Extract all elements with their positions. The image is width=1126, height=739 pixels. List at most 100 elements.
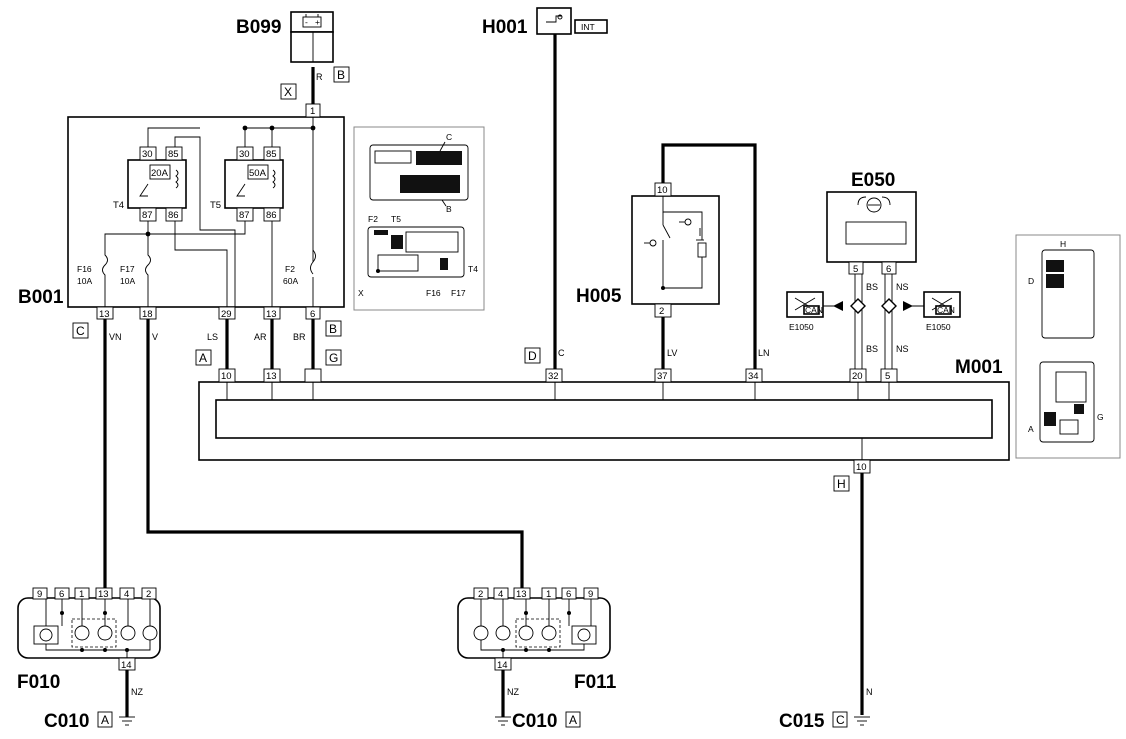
svg-text:V: V: [152, 332, 158, 342]
svg-text:G: G: [1097, 412, 1104, 422]
svg-text:B: B: [446, 204, 452, 214]
svg-text:B: B: [329, 322, 337, 336]
e050-label: E050: [851, 170, 895, 191]
svg-text:6: 6: [566, 589, 571, 600]
svg-text:30: 30: [239, 149, 250, 160]
svg-text:32: 32: [548, 371, 559, 382]
component-f011: 2 4 13 1 6 9 14 F011 NZ: [457, 587, 617, 697]
inset-m001-location: H D G A: [1015, 234, 1121, 459]
svg-text:1: 1: [546, 589, 551, 600]
svg-text:F16: F16: [426, 288, 441, 298]
svg-text:37: 37: [657, 371, 668, 382]
svg-text:X: X: [358, 288, 364, 298]
svg-text:H: H: [837, 477, 846, 491]
svg-text:13: 13: [99, 309, 110, 320]
svg-text:NS: NS: [896, 282, 909, 292]
svg-text:34: 34: [748, 371, 759, 382]
svg-text:60A: 60A: [283, 276, 298, 286]
svg-text:CAN: CAN: [805, 305, 823, 315]
svg-text:87: 87: [142, 210, 153, 221]
svg-text:A: A: [1028, 424, 1034, 434]
svg-text:X: X: [284, 85, 292, 99]
svg-text:85: 85: [266, 149, 277, 160]
svg-text:50A: 50A: [249, 168, 267, 179]
relay-t4: 30 85 87 86 20A T4: [113, 146, 187, 222]
svg-text:20: 20: [852, 371, 863, 382]
svg-text:4: 4: [124, 589, 129, 600]
svg-text:C015: C015: [779, 711, 825, 732]
svg-text:1: 1: [310, 106, 315, 117]
svg-text:LN: LN: [758, 348, 770, 358]
svg-text:T4: T4: [468, 264, 478, 274]
f010-label: F010: [17, 672, 60, 693]
svg-text:C: C: [558, 348, 565, 358]
m001-label: M001: [955, 357, 1003, 378]
svg-text:C: C: [836, 713, 845, 727]
svg-text:H: H: [1060, 239, 1066, 249]
connector-b-top: [333, 66, 350, 83]
svg-text:10: 10: [856, 462, 867, 473]
component-h001: H001 INT D C: [482, 7, 608, 364]
svg-text:9: 9: [588, 589, 593, 600]
svg-text:30: 30: [142, 149, 153, 160]
svg-text:C010: C010: [44, 711, 89, 732]
svg-text:85: 85: [168, 149, 179, 160]
svg-text:9: 9: [37, 589, 42, 600]
svg-text:87: 87: [239, 210, 250, 221]
fuse-f16: F16 10A: [77, 245, 108, 286]
h001-tag: INT: [581, 22, 595, 32]
svg-text:2: 2: [146, 589, 151, 600]
svg-text:13: 13: [266, 309, 277, 320]
svg-text:F17: F17: [451, 288, 466, 298]
svg-text:6: 6: [59, 589, 64, 600]
svg-text:-: -: [305, 17, 308, 27]
fuse-f17: F17 10A: [120, 245, 151, 286]
svg-text:LV: LV: [667, 348, 677, 358]
component-h005: 10 2 H005 LV LN: [576, 182, 770, 358]
svg-text:2: 2: [659, 306, 664, 317]
svg-text:A: A: [569, 713, 577, 727]
svg-text:86: 86: [168, 210, 179, 221]
svg-text:C: C: [76, 324, 85, 338]
component-b099: B099 -+ R B X: [236, 11, 350, 100]
f011-label: F011: [574, 672, 617, 693]
svg-text:T5: T5: [210, 200, 221, 211]
svg-text:5: 5: [885, 371, 890, 382]
svg-text:18: 18: [142, 309, 153, 320]
svg-text:E1050: E1050: [789, 322, 814, 332]
svg-text:T4: T4: [113, 200, 124, 211]
svg-text:86: 86: [266, 210, 277, 221]
svg-text:BS: BS: [866, 282, 878, 292]
component-f010: 9 6 1 13 4 2 14 F010 NZ: [17, 587, 161, 697]
svg-text:C: C: [446, 132, 452, 142]
component-m001: M001 10 13 32 37 34 20 5 10 H N: [198, 357, 1010, 697]
ground-c010-right: C010 A: [495, 711, 581, 732]
svg-text:D: D: [1028, 276, 1034, 286]
svg-text:13: 13: [516, 589, 527, 600]
fuse-f2: F2 60A: [283, 249, 316, 286]
svg-text:A: A: [101, 713, 109, 727]
component-e050: E050 5 6 BS NS BS NS: [826, 170, 917, 354]
svg-text:T5: T5: [391, 214, 401, 224]
svg-text:D: D: [528, 349, 537, 363]
inset-b001-location: C B F2 T5 T4 X F16 F17: [353, 126, 485, 311]
ground-c015: C015 C: [779, 711, 870, 732]
svg-text:10: 10: [657, 185, 668, 196]
h005-label: H005: [576, 286, 622, 307]
b001-label: B001: [18, 287, 64, 308]
svg-text:BS: BS: [866, 344, 878, 354]
svg-text:6: 6: [310, 309, 315, 320]
h001-label: H001: [482, 17, 528, 38]
svg-text:10A: 10A: [77, 276, 92, 286]
svg-text:F2: F2: [368, 214, 378, 224]
svg-text:29: 29: [221, 309, 232, 320]
svg-text:NZ: NZ: [131, 687, 143, 697]
svg-text:NS: NS: [896, 344, 909, 354]
can-bus-left: CAN E1050: [786, 291, 866, 332]
can-bus-right: CAN E1050: [881, 291, 961, 332]
component-b001: 1 B001 30 85 87 86 20A T4: [18, 103, 345, 366]
svg-text:NZ: NZ: [507, 687, 519, 697]
ground-c010-left: C010 A: [44, 711, 135, 732]
svg-text:10A: 10A: [120, 276, 135, 286]
